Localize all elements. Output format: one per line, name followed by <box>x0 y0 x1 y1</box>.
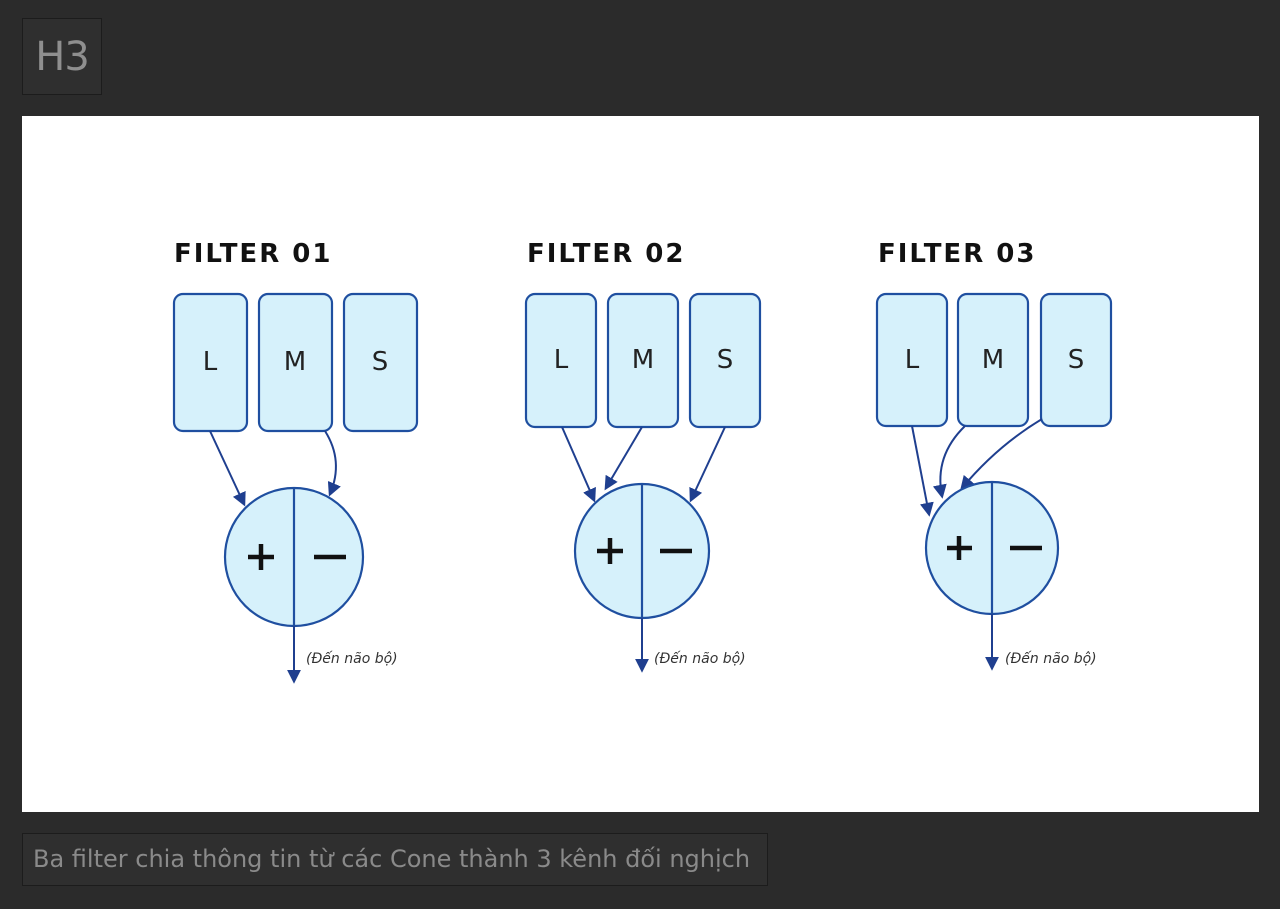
filter-02-output-label: (Đến não bộ) <box>654 650 746 667</box>
filter-01-cone-m <box>257 292 334 433</box>
filter-01-plus-sign <box>248 544 274 570</box>
filter-03-arrow-m <box>932 425 966 499</box>
filter-02-plus-sign <box>597 538 623 564</box>
filters-diagram: FILTER 01 L M S (Đến não bộ) <box>172 239 1113 684</box>
filter-03-title: FILTER 03 <box>878 239 1036 269</box>
filter-02-arrow-l <box>561 426 596 503</box>
figure-caption-field[interactable]: Ba filter chia thông tin từ các Cone thà… <box>22 833 768 886</box>
filter-03-plus-sign <box>947 536 972 560</box>
filter-03-cone-s-label: S <box>1068 345 1085 375</box>
filter-01-cone-m-label: M <box>284 347 306 377</box>
filter-01-cone-l-label: L <box>203 347 218 377</box>
figure-caption-text: Ba filter chia thông tin từ các Cone thà… <box>33 845 751 873</box>
filter-02-title: FILTER 02 <box>527 239 685 269</box>
filter-03: FILTER 03 L M S (Đến não bộ) <box>875 239 1113 671</box>
filter-03-cone-l-label: L <box>905 345 920 375</box>
heading-type-selector[interactable]: H3 <box>22 18 102 95</box>
filter-01-cone-s-label: S <box>372 347 389 377</box>
filter-01-cone-s <box>342 292 419 433</box>
heading-type-label: H3 <box>35 33 90 80</box>
filter-01: FILTER 01 L M S (Đến não bộ) <box>172 239 419 684</box>
filter-02-cone-s-label: S <box>717 345 734 375</box>
filter-03-output-label: (Đến não bộ) <box>1005 650 1097 667</box>
filter-01-output-label: (Đến não bộ) <box>306 650 398 667</box>
filter-01-arrow-l <box>209 430 246 507</box>
filter-01-arrow-m <box>324 430 341 497</box>
filter-02-cone-m-label: M <box>632 345 654 375</box>
filter-02-cone-l-label: L <box>554 345 569 375</box>
filter-03-cone-m-label: M <box>982 345 1004 375</box>
filter-03-arrow-s <box>960 418 1043 491</box>
filter-02-cone-m <box>606 292 680 429</box>
filter-03-arrow-l <box>911 425 934 517</box>
figure-image[interactable]: FILTER 01 L M S (Đến não bộ) <box>22 116 1259 812</box>
filter-01-title: FILTER 01 <box>174 239 332 269</box>
filter-02-arrow-m <box>604 426 643 491</box>
filter-02-cone-l <box>524 292 598 429</box>
filter-03-cone-s <box>1039 292 1113 428</box>
filter-02: FILTER 02 L M S (Đến não bộ) <box>524 239 762 673</box>
filter-03-cone-m <box>956 292 1030 428</box>
filter-02-arrow-s <box>689 426 726 503</box>
